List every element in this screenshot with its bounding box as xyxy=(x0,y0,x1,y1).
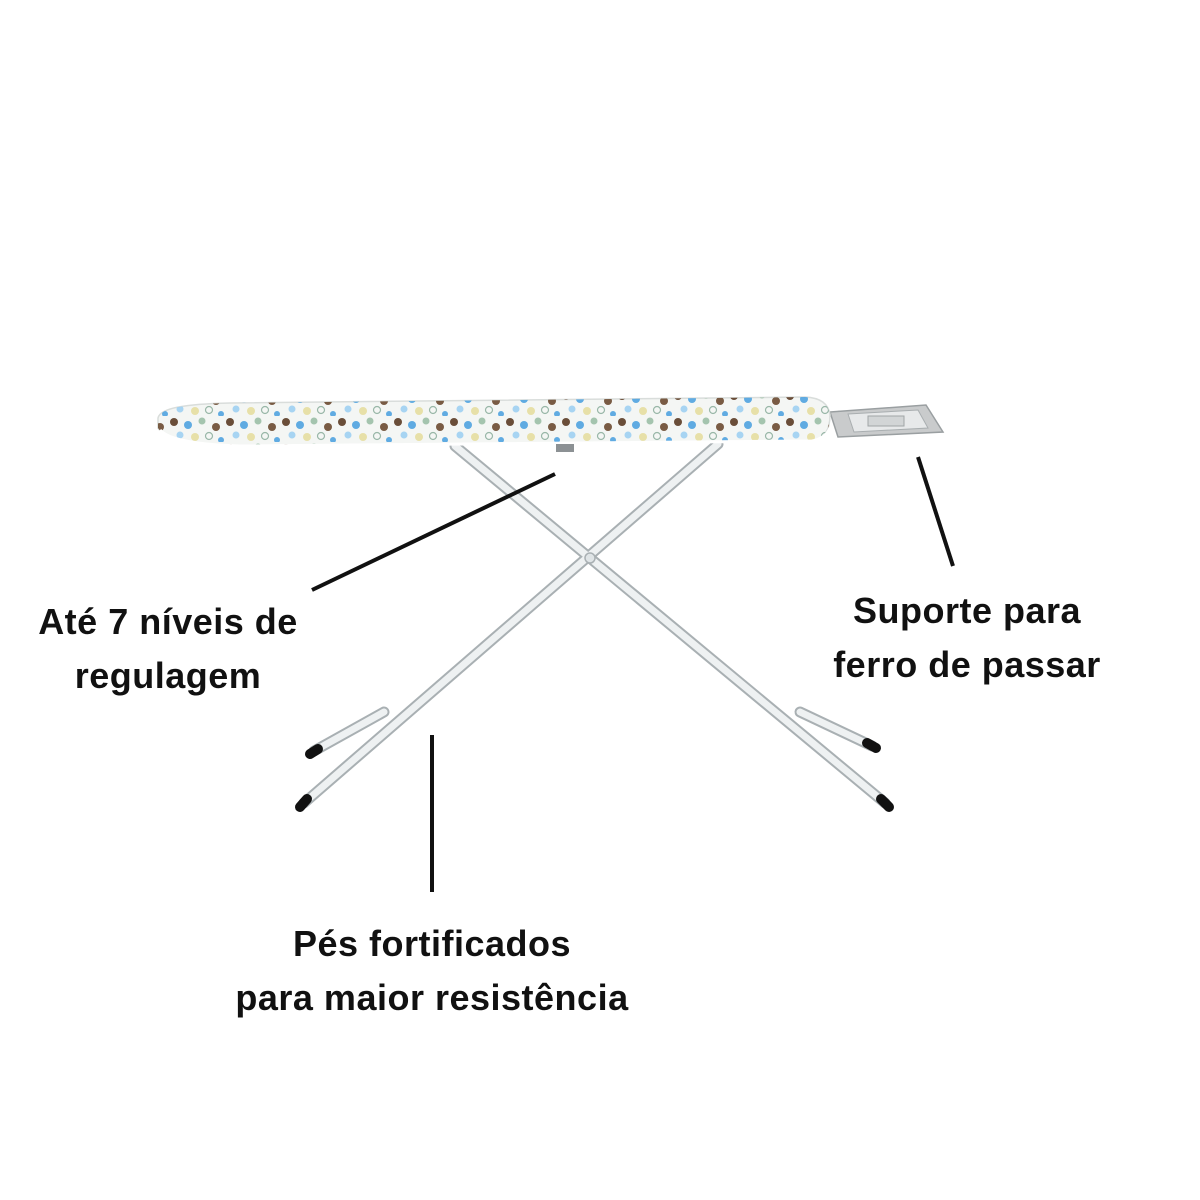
leg-down-left xyxy=(300,440,722,807)
callout-adjustment-levels: Até 7 níveis de regulagem xyxy=(0,595,336,703)
board-top xyxy=(157,396,832,452)
callout-iron-rest: Suporte para ferro de passar xyxy=(787,584,1147,692)
foot-cap xyxy=(305,744,323,759)
board-print xyxy=(158,397,830,446)
callout-reinforced-feet: Pés fortificados para maior resistência xyxy=(152,917,712,1025)
foot-cap xyxy=(876,794,894,812)
callout-iron-rest-line2: ferro de passar xyxy=(833,644,1101,685)
foot-cap xyxy=(862,738,881,753)
foot-caps xyxy=(295,738,894,812)
iron-rest xyxy=(816,404,945,438)
callout-line-adjustment xyxy=(311,472,556,592)
leg-down-right xyxy=(451,442,889,807)
leg-branch-left xyxy=(310,708,388,755)
callout-lines xyxy=(311,456,955,892)
callout-feet-line1: Pés fortificados xyxy=(292,923,572,964)
leg-pivot xyxy=(584,552,596,564)
callout-line-iron-rest xyxy=(916,456,955,567)
callout-feet-line2: para maior resistência xyxy=(235,977,629,1018)
callout-adjustment-line2: regulagem xyxy=(74,655,262,696)
callout-iron-rest-line1: Suporte para xyxy=(852,590,1082,631)
leg-frame xyxy=(298,438,891,809)
board-label-tag xyxy=(556,444,574,452)
foot-cap xyxy=(295,794,312,812)
leg-branch-right xyxy=(796,708,876,750)
callout-adjustment-line1: Até 7 níveis de xyxy=(38,601,298,642)
